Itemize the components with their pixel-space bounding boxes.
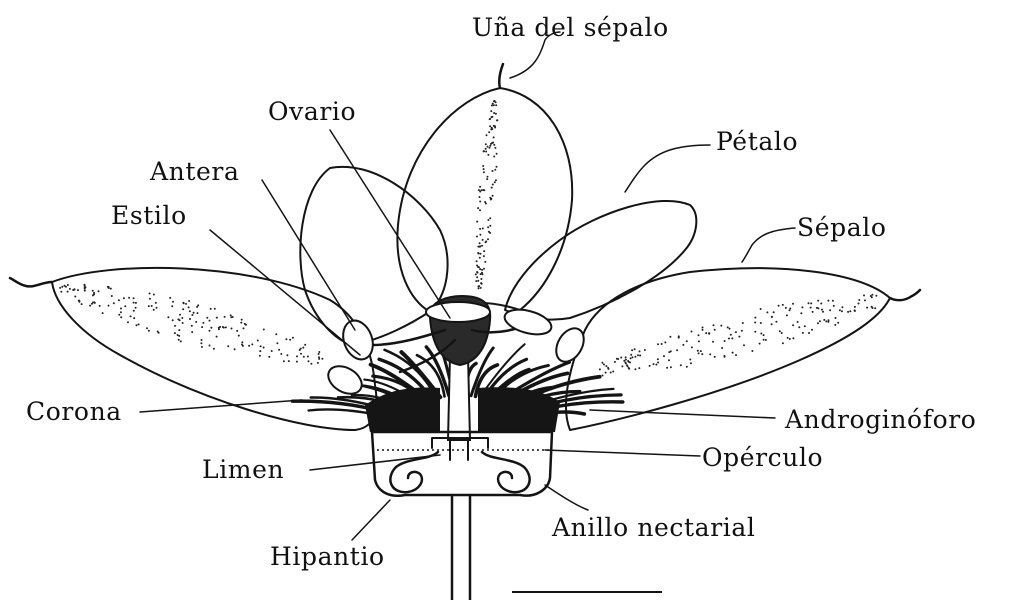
left-petal xyxy=(300,167,447,345)
leader-corona xyxy=(140,400,302,412)
label-sepal-claw: Uña del sépalo xyxy=(472,13,669,42)
nectar-ring-right xyxy=(482,452,530,492)
peduncle xyxy=(452,495,470,600)
label-corona: Corona xyxy=(26,397,122,426)
leader-petal xyxy=(625,145,710,192)
leader-androgynophore xyxy=(590,410,775,418)
label-nectar-ring: Anillo nectarial xyxy=(551,513,755,542)
label-operculum: Opérculo xyxy=(702,443,823,472)
leader-hypanthium xyxy=(352,500,390,540)
label-androgynophore: Androginóforo xyxy=(784,405,976,434)
label-petal: Pétalo xyxy=(716,127,798,156)
right-sepal-claw xyxy=(890,290,920,300)
leader-operculum xyxy=(545,450,700,456)
left-sepal-claw xyxy=(10,278,52,286)
leader-ovary xyxy=(330,130,450,318)
label-ovary: Ovario xyxy=(268,97,356,126)
label-hypanthium: Hipantio xyxy=(270,542,385,571)
leader-style xyxy=(210,230,360,355)
label-style: Estilo xyxy=(111,201,187,230)
top-sepal xyxy=(397,88,572,312)
top-sepal-claw xyxy=(499,64,503,88)
right-petal xyxy=(505,201,696,320)
label-limen: Limen xyxy=(202,455,284,484)
label-sepal: Sépalo xyxy=(797,213,886,242)
leader-nectar-ring xyxy=(545,485,588,510)
label-anther: Antera xyxy=(149,157,239,186)
leader-sepal xyxy=(742,228,795,262)
stigma-top xyxy=(426,302,490,322)
androgynophore xyxy=(448,355,470,440)
